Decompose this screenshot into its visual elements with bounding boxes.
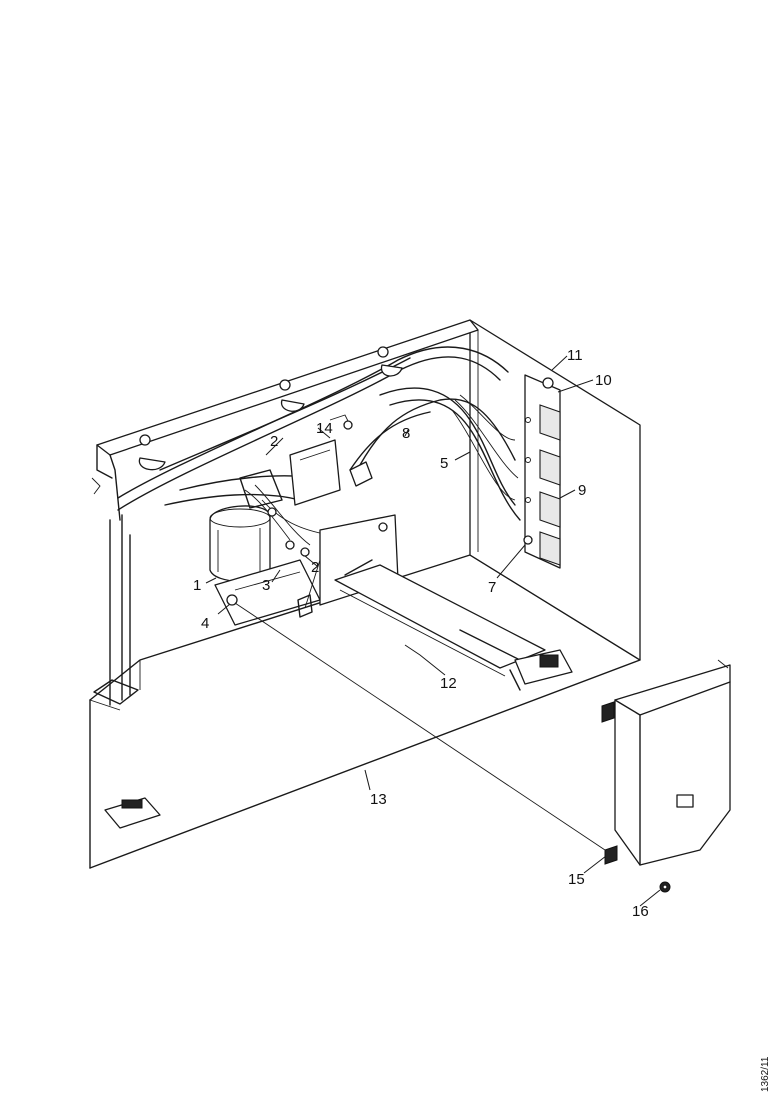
callout-14: 14 <box>316 420 333 437</box>
electronics-bracket <box>289 414 353 506</box>
callout-11: 11 <box>567 347 583 364</box>
callout-1: 1 <box>193 577 201 594</box>
document-id: 1362/11 <box>760 1056 771 1092</box>
callout-4: 4 <box>201 615 209 632</box>
rail-clamps <box>138 346 403 487</box>
side-cover <box>601 659 731 866</box>
leader-lines <box>205 355 661 907</box>
callout-labels: 1 2 2 3 4 5 7 8 9 10 11 12 13 14 15 16 <box>193 347 649 920</box>
nut-16 <box>659 881 671 893</box>
callout-16: 16 <box>632 903 649 920</box>
callout-15: 15 <box>568 871 585 888</box>
connector-panel <box>523 374 561 569</box>
callout-3: 3 <box>262 577 270 594</box>
callout-10: 10 <box>595 372 612 389</box>
callout-2-upper: 2 <box>270 433 278 450</box>
callout-8: 8 <box>402 425 410 442</box>
callout-9: 9 <box>578 482 586 499</box>
callout-7: 7 <box>488 579 496 596</box>
motor-mount-plate <box>214 559 321 626</box>
callout-5: 5 <box>440 455 448 472</box>
long-rod <box>234 602 606 851</box>
top-rail <box>91 319 479 521</box>
callout-2-lower: 2 <box>311 559 319 576</box>
callout-12: 12 <box>440 675 457 692</box>
floor-clip-left <box>104 797 161 829</box>
callout-13: 13 <box>370 791 387 808</box>
left-upright <box>89 514 139 711</box>
channel-connector <box>509 649 573 691</box>
